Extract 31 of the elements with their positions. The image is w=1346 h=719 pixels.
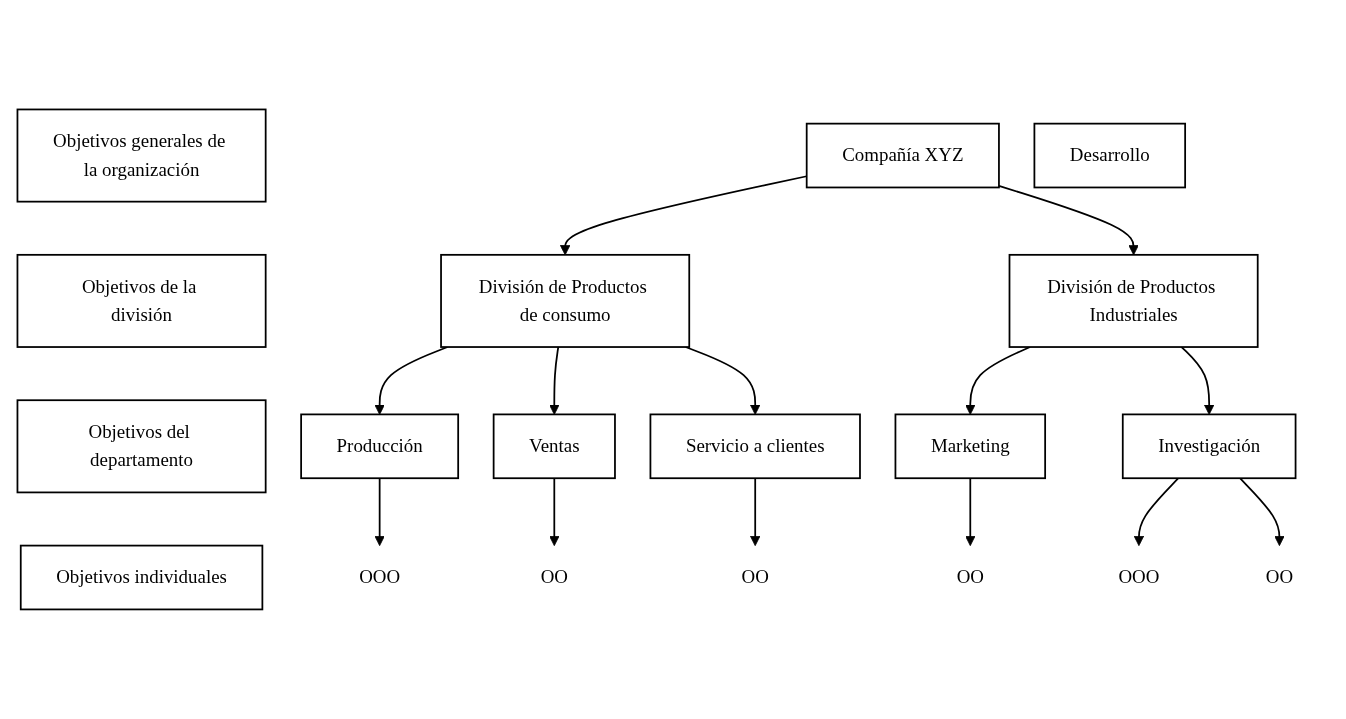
arrow	[965, 346, 1031, 415]
arrow	[965, 477, 976, 547]
arrow	[998, 185, 1139, 256]
org-objectives-diagram: Objetivos generales de la organización Compañía XYZ Objetivos de la división División de Productos de consumo División de Productos Industriales Objetivos del departamento Producción Ventas Servicio a clientes Marketing Investigación Desarrollo Objetivos individuales OOO OO OO OO OOO OO	[8, 100, 1338, 619]
node-text: OOO	[1118, 566, 1160, 588]
arrow	[1180, 346, 1215, 415]
arrow	[750, 477, 761, 547]
node-box	[492, 413, 616, 480]
node-text: OO	[741, 566, 769, 588]
node-box	[19, 544, 264, 611]
node-box	[1008, 254, 1259, 348]
node-text: OO	[540, 566, 568, 588]
arrow	[549, 477, 560, 547]
node-text: OO	[1265, 566, 1294, 588]
node-box	[649, 413, 861, 480]
node-text: OO	[956, 566, 984, 588]
node-box	[16, 254, 267, 348]
node-box	[805, 122, 1000, 189]
node-box	[894, 413, 1047, 480]
node-box	[440, 254, 691, 348]
node-text: OOO	[359, 566, 401, 588]
node-box	[1033, 122, 1187, 189]
arrow	[549, 346, 560, 415]
arrow	[684, 346, 761, 415]
arrow	[1239, 477, 1285, 547]
node-box	[16, 108, 267, 203]
arrow	[1133, 477, 1180, 547]
node-box	[300, 413, 460, 480]
arrow	[374, 477, 385, 547]
node-box	[1121, 413, 1297, 480]
node-box	[16, 399, 267, 494]
